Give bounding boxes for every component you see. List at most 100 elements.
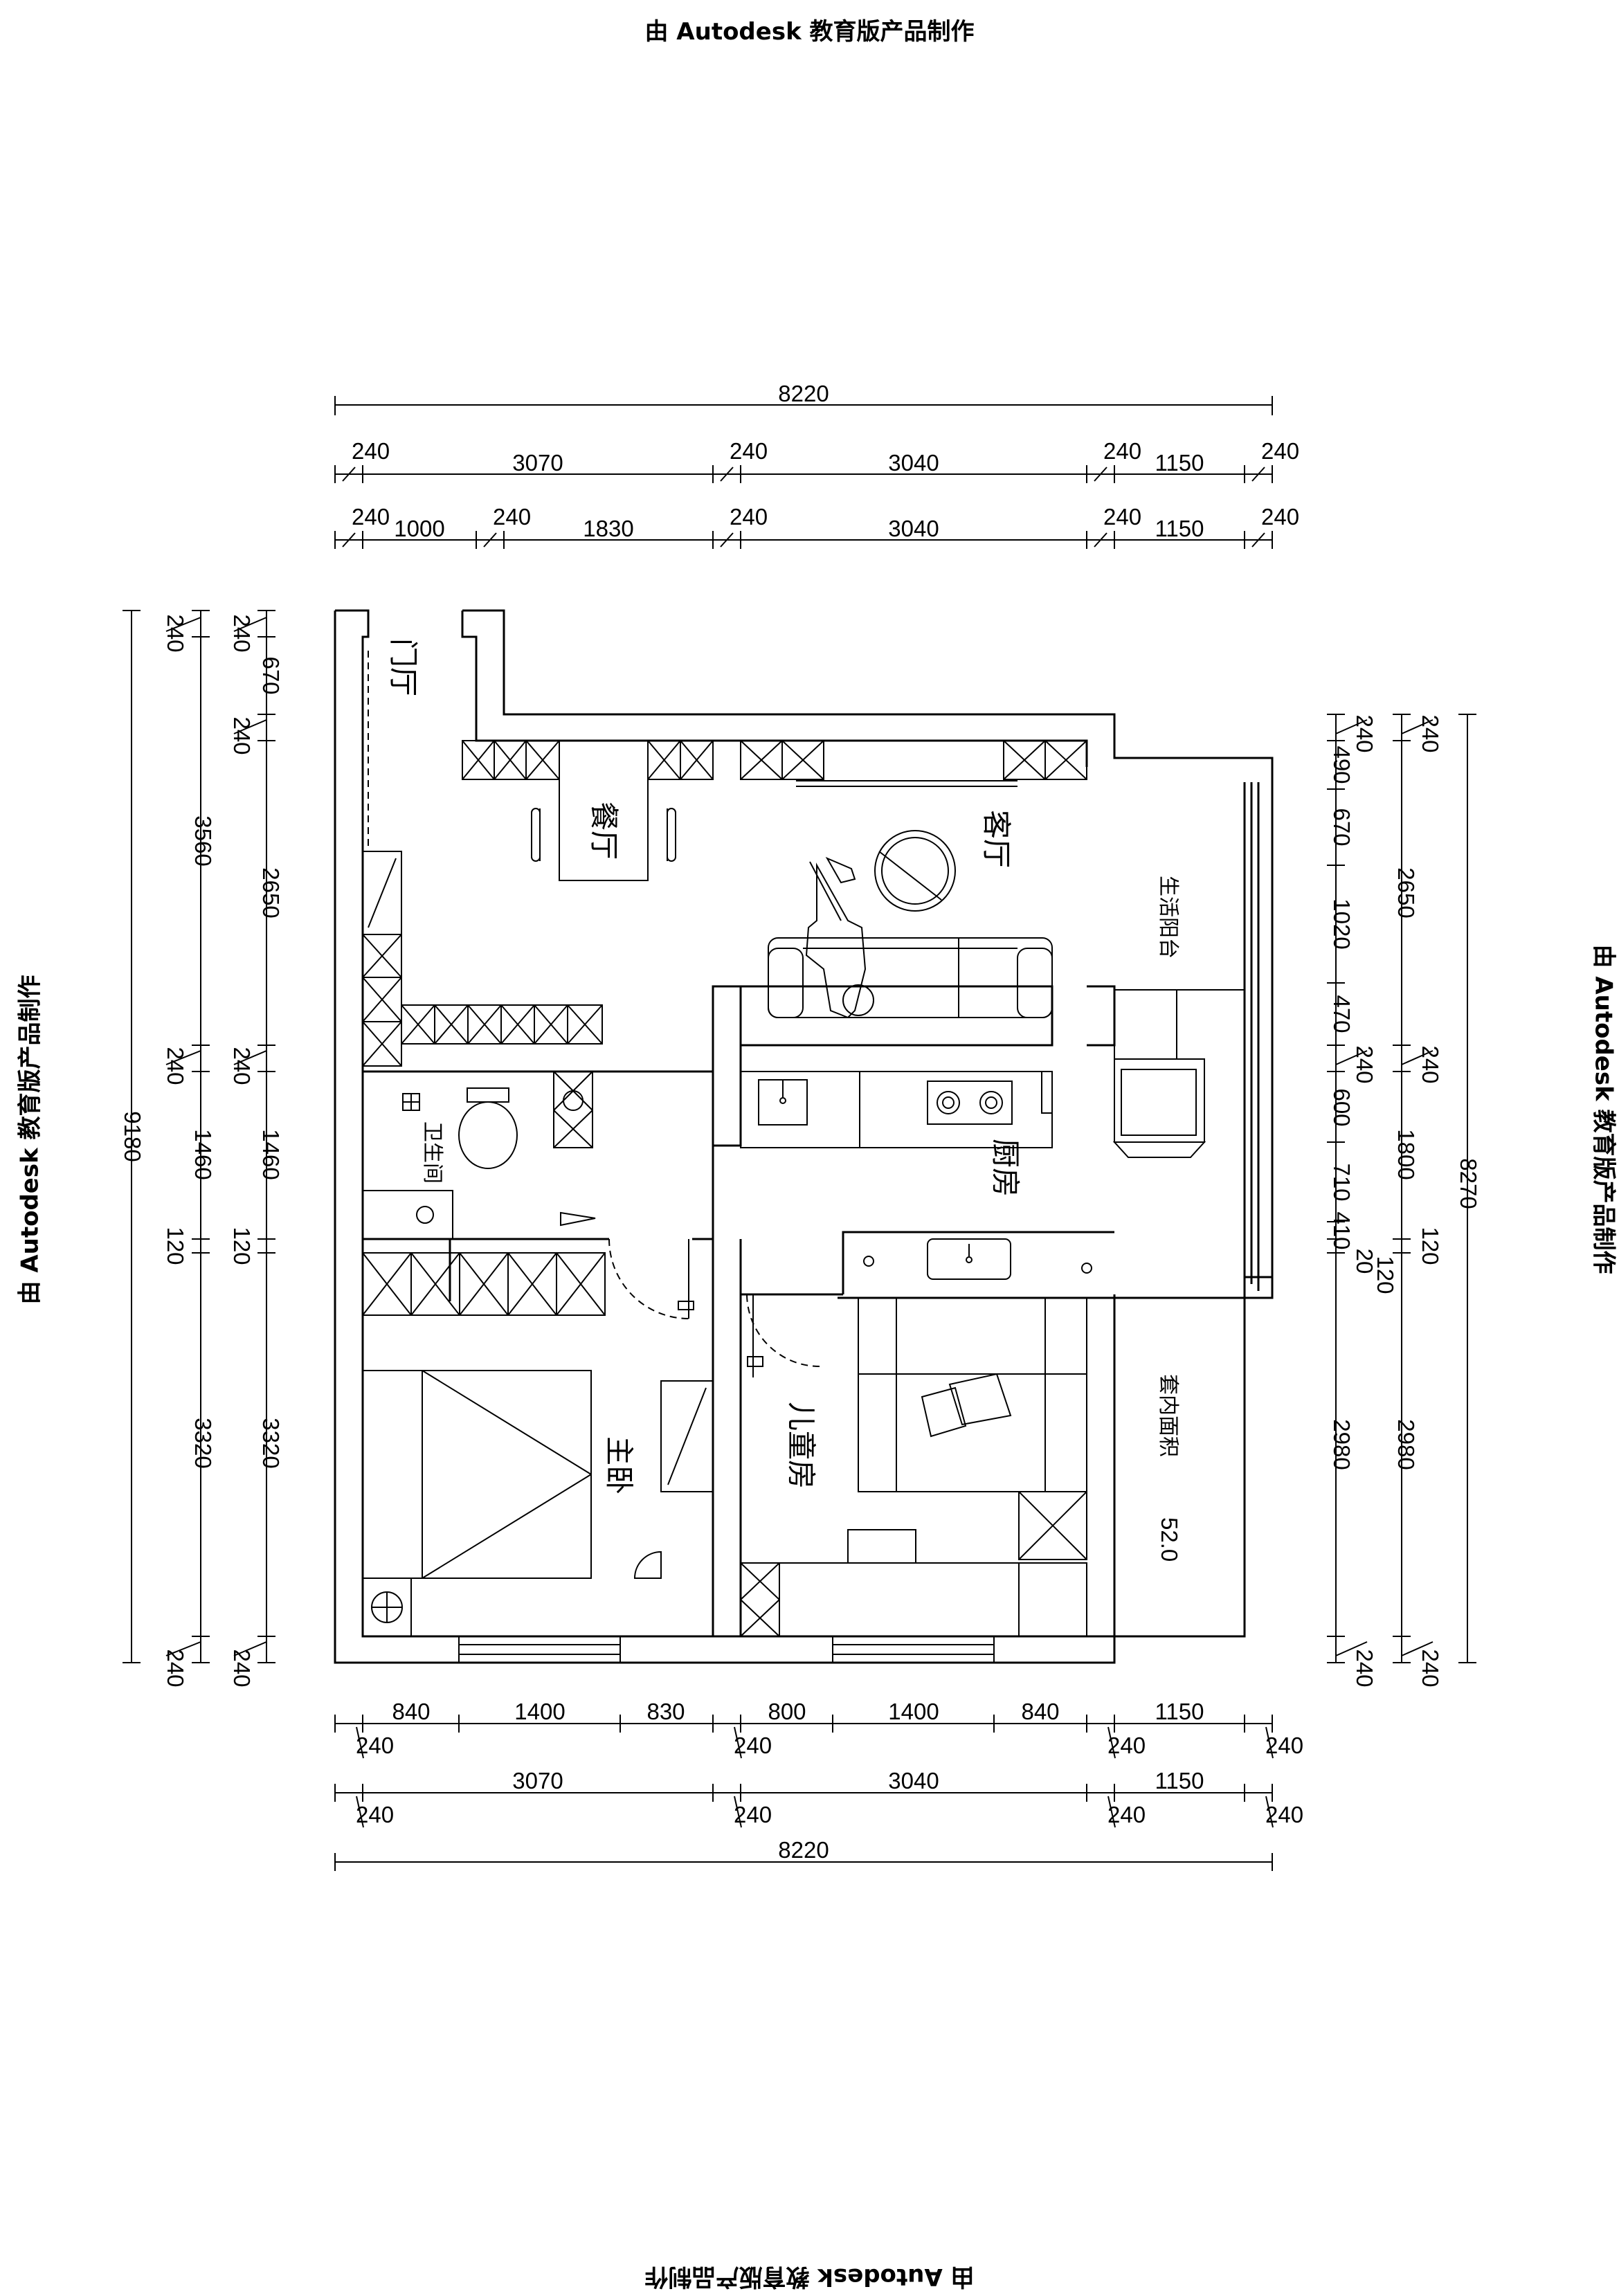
master-bed [363,1371,661,1636]
dim-left-in-0: 240 [229,614,255,652]
kids-bed [858,1298,1087,1492]
dim-left-mid-5: 3320 [190,1418,216,1468]
dim-bot-r1-5: 840 [1021,1699,1059,1724]
dim-right-in-0: 240 [1352,714,1377,752]
label-kids-room: 儿童房 [784,1402,818,1489]
dim-right-in-3: 1020 [1329,898,1355,949]
dim-top-r2-2: 240 [493,504,531,530]
dim-right-mid-1: 2650 [1393,867,1419,918]
dim-left-mid-1: 3560 [190,815,216,866]
dim-bot-w2-3: 240 [1265,1802,1303,1827]
dim-right-in-7: 710 [1329,1163,1355,1201]
label-dining: 餐厅 [587,802,621,860]
master-wardrobe [363,1253,713,1492]
dim-right-in-5: 240 [1352,1045,1377,1083]
cabinet-top-left [462,741,559,779]
dim-bot-r1-1: 1400 [514,1699,565,1724]
dim-left-in-7: 3320 [258,1418,284,1468]
windows [459,781,1017,1663]
entry-storage [363,651,602,1066]
label-master-bedroom: 主卧 [602,1436,636,1494]
dim-top-r2-3: 1830 [583,516,633,541]
toilet [459,1088,517,1168]
label-area-value: 52.0 [1157,1517,1182,1562]
dim-bot-r2-2: 1150 [1155,1768,1204,1793]
dim-right-mid-0: 240 [1418,714,1443,752]
kitchen-counter [741,1072,1052,1148]
label-balcony: 生活阳台 [1156,876,1180,959]
armchair [875,831,955,911]
dim-bot-r1-0: 840 [392,1699,430,1724]
dim-bot-w1-2: 240 [1107,1733,1146,1758]
dim-left-in-4: 240 [229,1047,255,1085]
dim-left-in-1: 670 [258,656,284,694]
dim-left-mid-3: 1460 [190,1129,216,1179]
dim-top-r1-0: 240 [352,438,390,464]
hall-cabinet-row [401,1005,602,1044]
dim-right-mid-5: 2980 [1393,1419,1419,1470]
kitchen-sink-counter [864,1239,1092,1279]
cabinet-top-right [741,741,1087,779]
dim-top-r2-8: 240 [1261,504,1299,530]
dim-top-r1-2: 240 [730,438,768,464]
dim-bot-r1-3: 800 [768,1699,806,1724]
label-kitchen: 厨房 [988,1139,1022,1197]
dim-bot-w2-0: 240 [356,1802,394,1827]
kids-furniture [741,1492,1087,1636]
cabinet-top-mid [648,741,713,779]
dim-bot-r1-2: 830 [646,1699,685,1724]
dim-bot-r2-0: 3070 [512,1768,563,1793]
kitchen-appliances [1114,990,1245,1157]
dim-bot-w1-0: 240 [356,1733,394,1758]
dim-top-r2-1: 1000 [394,516,444,541]
dim-right-mid-3: 1800 [1393,1129,1419,1179]
dim-right-total: 8270 [1456,1158,1481,1209]
dim-right-in-11: 2980 [1329,1419,1355,1470]
dim-top-r1-1: 3070 [512,450,563,476]
dim-right-in-2: 670 [1329,808,1355,846]
dim-top-r2-0: 240 [352,504,390,530]
dim-left-mid-6: 240 [163,1649,188,1687]
sofa [768,938,1052,1018]
label-bathroom: 卫生间 [420,1121,444,1184]
dim-top-r2-5: 3040 [888,516,939,541]
dim-right-mid-6: 240 [1418,1649,1443,1687]
dim-right-in-1: 490 [1329,745,1355,784]
doors [561,1213,831,1377]
dim-bottom-total: 8220 [778,1837,829,1863]
bath-fixtures [363,1072,593,1239]
dim-left-in-6: 120 [229,1227,255,1265]
dim-left-mid-2: 240 [163,1047,188,1085]
dim-bot-w1-1: 240 [734,1733,772,1758]
dim-top-total: 8220 [778,381,829,406]
dim-left-mid-0: 240 [163,614,188,652]
dim-right-in-12: 240 [1352,1649,1377,1687]
dim-right-in-6: 600 [1329,1088,1355,1126]
dim-left-in-2: 240 [229,716,255,754]
dim-bot-r1-6: 1150 [1155,1699,1204,1724]
dim-top-r1-5: 1150 [1155,450,1204,476]
dim-left-in-5: 1460 [258,1129,284,1179]
label-living: 客厅 [979,810,1013,868]
dim-right-mid-4: 120 [1418,1227,1443,1265]
exterior-walls [335,611,1272,1663]
dim-top-r1-4: 240 [1103,438,1141,464]
dim-left-total: 9180 [120,1111,145,1161]
dim-top-r2-4: 240 [730,504,768,530]
dim-bot-w2-1: 240 [734,1802,772,1827]
dim-top-r1-6: 240 [1261,438,1299,464]
dim-right-in-4: 470 [1329,995,1355,1033]
dim-bot-w1-3: 240 [1265,1733,1303,1758]
label-entry: 门厅 [386,638,420,696]
dim-bot-w2-2: 240 [1107,1802,1146,1827]
dim-left-mid-4: 120 [163,1227,188,1265]
dim-top-r2-7: 1150 [1155,516,1204,541]
dim-top-r2-6: 240 [1103,504,1141,530]
dim-left-in-8: 240 [229,1649,255,1687]
dim-left-in-3: 2650 [258,867,284,918]
interior-walls [363,986,1114,1636]
dim-right-in-8: 410 [1329,1211,1355,1249]
dim-bot-r2-1: 3040 [888,1768,939,1793]
dim-right-mid-2: 240 [1418,1045,1443,1083]
